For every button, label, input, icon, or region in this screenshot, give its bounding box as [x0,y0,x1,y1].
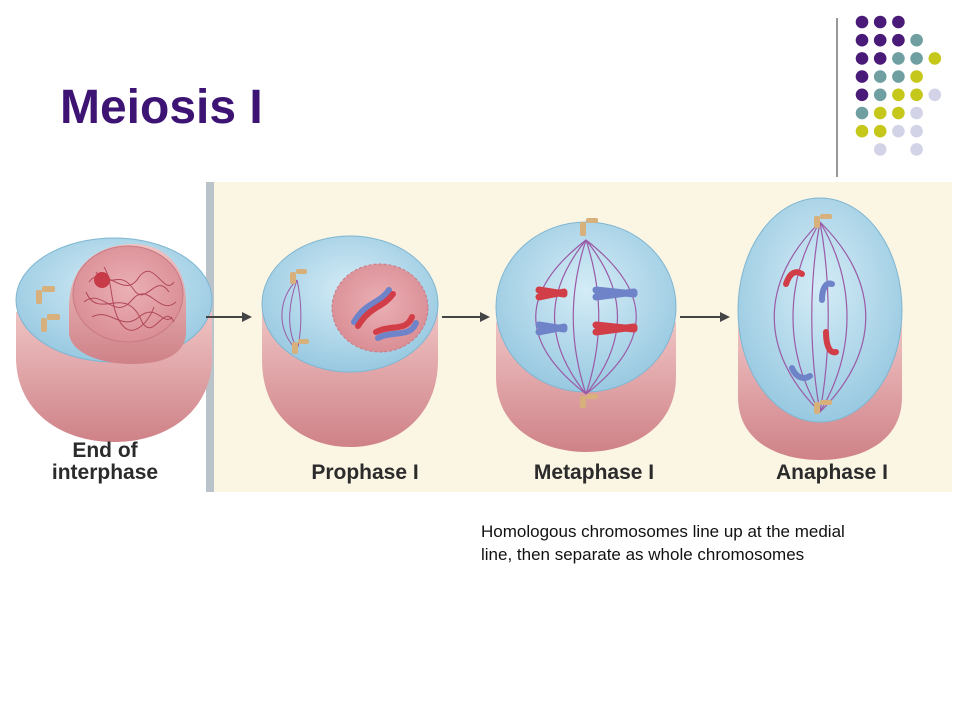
spindle-fibers [535,239,637,395]
decorative-dot [910,124,923,138]
spindle-fibers [773,221,867,413]
stage-label-metaphase: Metaphase I [533,461,655,484]
decorative-dot [892,15,905,29]
decorative-dot [892,52,905,65]
decorative-dot [855,70,869,83]
stage-label-line-1: End of [72,439,138,462]
stage-label-line-2: interphase [51,461,159,485]
decorative-dot [873,33,887,47]
decorative-dot [855,88,869,102]
decorative-dot [873,143,887,156]
decorative-dot [855,33,869,47]
stage-label-prophase: Prophase I [311,461,419,484]
paired-homologs [351,287,419,341]
decorative-dot [873,106,887,120]
caption-text: Homologous chromosomes line up at the me… [481,522,845,564]
interphase-cell [15,237,213,442]
decorative-dot [873,124,887,138]
decorative-dot [873,88,887,102]
decorative-dot [910,143,923,156]
homologs-at-metaphase-plate [535,286,638,336]
decorative-dot [928,88,942,102]
meiosis-diagram [14,182,952,492]
decorative-dot [855,52,869,65]
decorative-dot [855,106,869,120]
decorative-dot [910,70,923,83]
decorative-dot [910,88,923,102]
arrow-metaphase-to-anaphase [680,312,730,322]
decorative-dot [892,106,905,120]
decorative-dot [873,70,887,83]
decorative-dot-grid [836,15,942,177]
arrow-interphase-to-prophase [206,312,252,322]
decorative-dot [910,33,923,47]
chromatin [83,266,177,331]
decorative-dot [910,52,923,65]
decorative-dot [892,124,905,138]
decorative-dot [910,106,923,120]
metaphase-cell [495,218,677,452]
nucleolus [94,272,110,288]
decorative-dot [928,52,942,65]
stage-label-interphase: End of interphase [20,439,190,485]
decorative-dot [892,33,905,47]
anaphase-cell [737,197,903,460]
decorative-dot [855,15,869,29]
stage-label-anaphase: Anaphase I [775,461,889,484]
arrow-prophase-to-metaphase [442,312,490,322]
slide-title: Meiosis I [60,81,263,134]
centrosome-pair [36,286,60,332]
decorative-dot [873,15,887,29]
decorative-dot [892,70,905,83]
nucleus [72,245,184,343]
prophase-cell [261,235,439,447]
decorative-dot [873,52,887,65]
decorative-dot [892,88,905,102]
decorative-dot [855,124,869,138]
separating-chromosomes [783,269,839,381]
